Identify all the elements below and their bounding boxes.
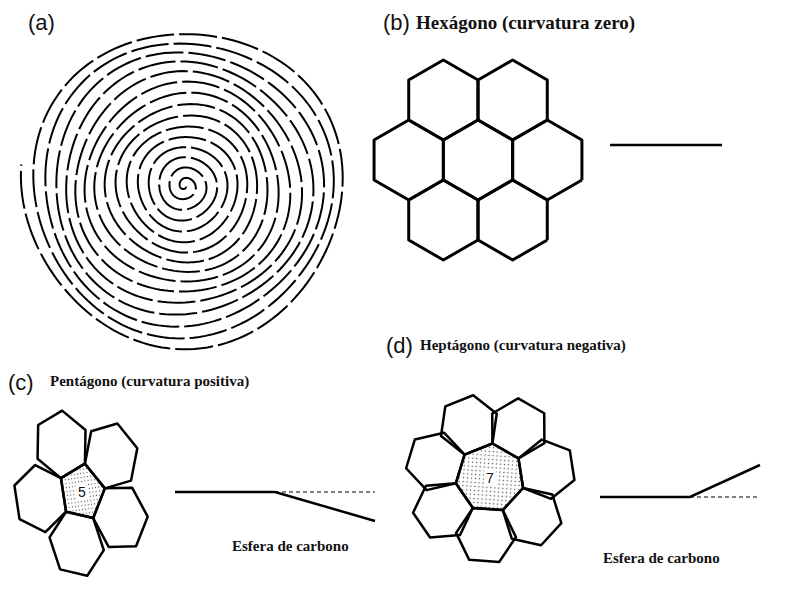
hexagon-cell	[513, 120, 582, 200]
flat-line	[610, 144, 722, 147]
ring-size-number: 5	[76, 484, 88, 500]
spiral-stroke	[21, 34, 343, 349]
pentagon-cell	[59, 461, 108, 521]
dashed-reference	[690, 497, 757, 498]
heptagon-cluster	[400, 391, 580, 567]
panel-title: Pentágono (curvatura positiva)	[50, 373, 249, 390]
pentagon-cluster	[5, 401, 155, 584]
panel-letter: (b)	[383, 10, 410, 35]
bent-down-line	[175, 492, 375, 521]
panel-letter: (c)	[8, 370, 34, 395]
shape-caption: Esfera de carbono	[232, 538, 349, 555]
panel-letter: (d)	[386, 333, 413, 358]
hexagon-cell	[516, 438, 577, 500]
hexagon-cell	[409, 180, 478, 260]
bent-up-line	[600, 465, 760, 497]
heptagon-cell	[454, 441, 526, 511]
panel-letter: (a)	[28, 10, 55, 35]
hexagon-cell	[46, 507, 107, 580]
hexagon-lattice	[374, 60, 582, 260]
hexagon-cell	[409, 60, 478, 140]
panel-title: Hexágono (curvatura zero)	[416, 12, 635, 34]
dashed-reference	[275, 492, 375, 493]
hexagon-cell	[454, 507, 517, 563]
spiral-figure	[21, 34, 343, 349]
hexagon-cell	[12, 462, 68, 536]
hexagon-cell	[374, 120, 443, 200]
shape-caption: Esfera de carbono	[603, 550, 720, 567]
panel-title: Heptágono (curvatura negativa)	[420, 337, 626, 354]
hexagon-cell	[478, 180, 547, 260]
hexagon-cell	[443, 120, 512, 200]
ring-size-number: 7	[484, 470, 496, 486]
hexagon-cell	[478, 60, 547, 140]
